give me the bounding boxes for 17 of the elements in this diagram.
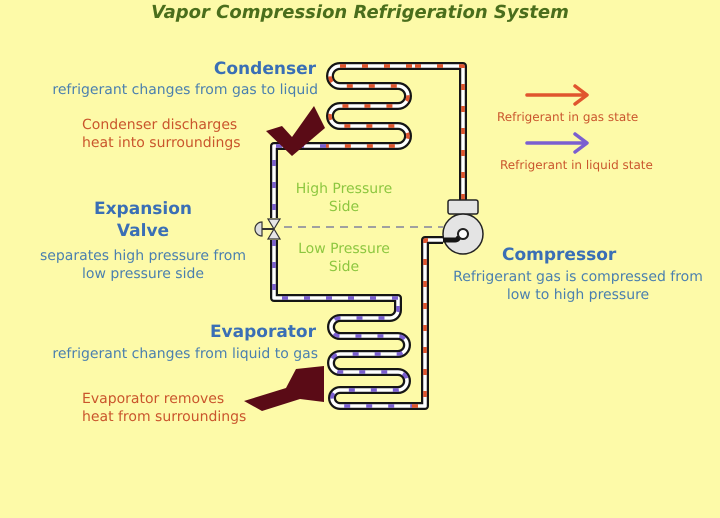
component-description: separates high pressure from low pressure side	[38, 247, 248, 284]
pressure-side-label: Low Pressure Side	[297, 240, 391, 276]
dashed-divider-line	[284, 226, 443, 228]
heat-note: Evaporator removes heat from surroundings	[82, 390, 248, 426]
component-title: Evaporator	[208, 321, 316, 344]
component-description: refrigerant changes from liquid to gas	[51, 345, 318, 364]
legend-label: Refrigerant in gas state	[497, 110, 638, 126]
diagram-title: Vapor Compression Refrigeration System	[150, 1, 570, 24]
component-title: Expansion Valve	[92, 198, 194, 242]
component-description: refrigerant changes from gas to liquid	[51, 81, 318, 100]
compressor-drawing	[441, 198, 485, 256]
component-title: Compressor	[502, 244, 616, 266]
heat-note: Condenser discharges heat into surroundings	[82, 116, 242, 152]
legend-label: Refrigerant in liquid state	[500, 158, 653, 174]
component-title: Condenser	[212, 58, 316, 80]
component-description: Refrigerant gas is compressed from low to high pressure	[452, 268, 704, 304]
pressure-side-label: High Pressure Side	[294, 180, 394, 216]
